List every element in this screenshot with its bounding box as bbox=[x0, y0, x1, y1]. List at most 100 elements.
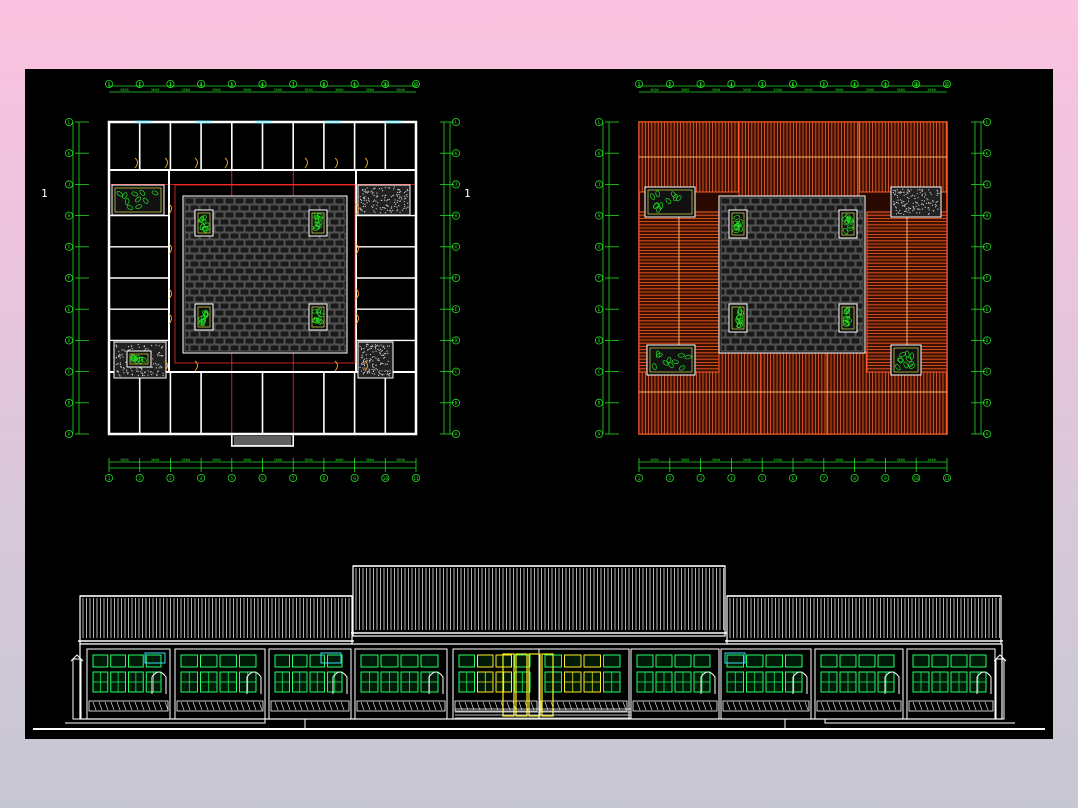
svg-text:C: C bbox=[986, 369, 989, 375]
svg-text:11: 11 bbox=[413, 476, 419, 482]
svg-text:H: H bbox=[68, 213, 71, 219]
svg-text:8: 8 bbox=[323, 476, 326, 482]
svg-text:L: L bbox=[598, 120, 601, 126]
svg-text:3600: 3600 bbox=[274, 458, 282, 462]
svg-text:E: E bbox=[598, 307, 601, 313]
svg-text:1: 1 bbox=[108, 82, 111, 88]
svg-text:2: 2 bbox=[138, 476, 141, 482]
svg-text:3600: 3600 bbox=[743, 88, 751, 92]
svg-text:3600: 3600 bbox=[335, 458, 343, 462]
svg-text:F: F bbox=[986, 276, 989, 282]
svg-text:L: L bbox=[455, 120, 458, 126]
svg-text:11: 11 bbox=[944, 476, 950, 482]
svg-text:3600: 3600 bbox=[243, 458, 251, 462]
svg-text:F: F bbox=[598, 276, 601, 282]
svg-text:3600: 3600 bbox=[274, 88, 282, 92]
svg-text:3600: 3600 bbox=[866, 458, 874, 462]
svg-text:9: 9 bbox=[353, 476, 356, 482]
svg-text:A: A bbox=[986, 432, 989, 438]
svg-text:3: 3 bbox=[699, 476, 702, 482]
svg-text:F: F bbox=[455, 276, 458, 282]
svg-text:K: K bbox=[68, 151, 71, 157]
svg-text:3600: 3600 bbox=[120, 88, 128, 92]
svg-text:10: 10 bbox=[383, 82, 389, 88]
svg-text:3600: 3600 bbox=[743, 458, 751, 462]
svg-text:3600: 3600 bbox=[897, 458, 905, 462]
svg-text:8: 8 bbox=[853, 82, 856, 88]
svg-text:F: F bbox=[68, 276, 71, 282]
svg-text:K: K bbox=[455, 151, 458, 157]
svg-text:6: 6 bbox=[261, 82, 264, 88]
svg-text:3600: 3600 bbox=[335, 88, 343, 92]
svg-text:7: 7 bbox=[292, 82, 295, 88]
svg-text:J: J bbox=[68, 182, 71, 188]
svg-text:2: 2 bbox=[668, 476, 671, 482]
svg-text:11: 11 bbox=[944, 82, 950, 88]
svg-text:1: 1 bbox=[638, 82, 641, 88]
svg-text:A: A bbox=[598, 432, 601, 438]
svg-text:4: 4 bbox=[730, 82, 733, 88]
svg-text:3: 3 bbox=[169, 82, 172, 88]
svg-text:3600: 3600 bbox=[151, 88, 159, 92]
svg-text:2: 2 bbox=[138, 82, 141, 88]
svg-text:C: C bbox=[68, 369, 71, 375]
svg-text:8: 8 bbox=[853, 476, 856, 482]
svg-text:7: 7 bbox=[292, 476, 295, 482]
svg-text:3600: 3600 bbox=[396, 88, 404, 92]
svg-text:1: 1 bbox=[638, 476, 641, 482]
roof-plan: 1360023600336004360053600636007360083600… bbox=[595, 80, 990, 482]
svg-text:L: L bbox=[68, 120, 71, 126]
svg-text:B: B bbox=[68, 400, 71, 406]
svg-text:3600: 3600 bbox=[681, 458, 689, 462]
svg-text:J: J bbox=[455, 182, 458, 188]
svg-text:3600: 3600 bbox=[212, 458, 220, 462]
svg-text:3600: 3600 bbox=[927, 88, 935, 92]
svg-text:4: 4 bbox=[730, 476, 733, 482]
svg-text:K: K bbox=[986, 151, 989, 157]
svg-text:H: H bbox=[986, 213, 989, 219]
svg-text:3600: 3600 bbox=[650, 458, 658, 462]
svg-text:10: 10 bbox=[913, 82, 919, 88]
svg-text:3: 3 bbox=[699, 82, 702, 88]
svg-text:G: G bbox=[455, 244, 458, 250]
svg-text:9: 9 bbox=[353, 82, 356, 88]
svg-text:3600: 3600 bbox=[804, 88, 812, 92]
svg-text:3600: 3600 bbox=[396, 458, 404, 462]
svg-text:6: 6 bbox=[792, 82, 795, 88]
svg-text:3600: 3600 bbox=[804, 458, 812, 462]
svg-text:3600: 3600 bbox=[304, 458, 312, 462]
svg-text:K: K bbox=[598, 151, 601, 157]
svg-text:3600: 3600 bbox=[366, 458, 374, 462]
svg-text:J: J bbox=[598, 182, 601, 188]
svg-text:B: B bbox=[455, 400, 458, 406]
svg-text:G: G bbox=[68, 244, 71, 250]
cad-drawing-canvas: 1 3600 2 3600 3 3600 4 3600 5 3600 6 3600 7 3600 8 3600… bbox=[25, 69, 1053, 739]
svg-text:2: 2 bbox=[668, 82, 671, 88]
svg-text:3600: 3600 bbox=[366, 88, 374, 92]
svg-text:4: 4 bbox=[200, 82, 203, 88]
south-elevation bbox=[33, 566, 1045, 729]
svg-text:3600: 3600 bbox=[681, 88, 689, 92]
svg-text:C: C bbox=[455, 369, 458, 375]
svg-text:6: 6 bbox=[261, 476, 264, 482]
svg-text:10: 10 bbox=[913, 476, 919, 482]
section-mark-left: 1 bbox=[41, 187, 48, 200]
svg-text:4: 4 bbox=[200, 476, 203, 482]
svg-text:3600: 3600 bbox=[897, 88, 905, 92]
svg-text:A: A bbox=[68, 432, 71, 438]
svg-text:3600: 3600 bbox=[773, 88, 781, 92]
svg-text:5: 5 bbox=[230, 82, 233, 88]
svg-text:8: 8 bbox=[323, 82, 326, 88]
svg-text:D: D bbox=[455, 338, 458, 344]
ground-floor-plan: 1 3600 2 3600 3 3600 4 3600 5 3600 6 3600 7 3600 8 3600… bbox=[65, 80, 459, 482]
svg-text:3600: 3600 bbox=[650, 88, 658, 92]
svg-text:3600: 3600 bbox=[773, 458, 781, 462]
cad-drawing: 1 3600 2 3600 3 3600 4 3600 5 3600 6 3600 7 3600 8 3600… bbox=[25, 69, 1053, 739]
svg-text:D: D bbox=[598, 338, 601, 344]
svg-text:11: 11 bbox=[413, 82, 419, 88]
svg-text:B: B bbox=[986, 400, 989, 406]
svg-text:5: 5 bbox=[230, 476, 233, 482]
svg-text:G: G bbox=[598, 244, 601, 250]
svg-text:3600: 3600 bbox=[243, 88, 251, 92]
svg-text:5: 5 bbox=[761, 476, 764, 482]
